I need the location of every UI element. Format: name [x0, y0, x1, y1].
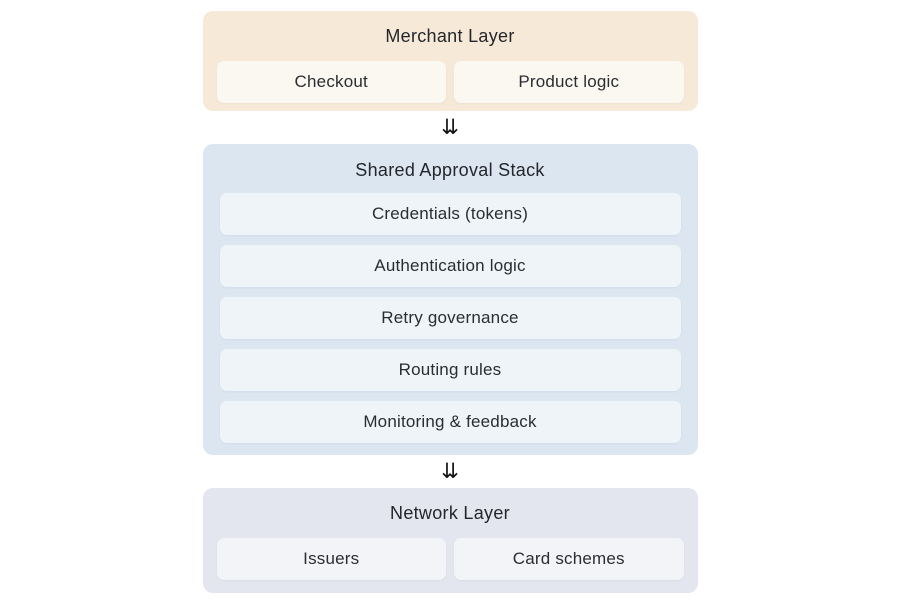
merchant-layer-panel: Merchant Layer Checkout Product logic: [202, 11, 698, 111]
item-routing-rules: Routing rules: [219, 349, 681, 391]
merchant-layer-items: Checkout Product logic: [216, 61, 684, 103]
arrow-approval-to-network: ⇊: [203, 455, 698, 488]
double-down-arrow-icon: ⇊: [441, 115, 459, 139]
item-issuers: Issuers: [216, 538, 446, 580]
network-layer-title: Network Layer: [390, 503, 510, 523]
item-checkout: Checkout: [216, 61, 446, 103]
payment-stack-diagram: Merchant Layer Checkout Product logic ⇊ …: [202, 11, 698, 593]
arrow-merchant-to-approval: ⇊: [203, 111, 698, 144]
merchant-layer-title: Merchant Layer: [385, 26, 515, 46]
double-down-arrow-icon: ⇊: [441, 459, 459, 483]
item-product-logic: Product logic: [454, 61, 684, 103]
shared-approval-stack-title: Shared Approval Stack: [355, 160, 545, 180]
item-retry-governance: Retry governance: [219, 297, 681, 339]
network-layer-items: Issuers Card schemes: [216, 538, 684, 580]
shared-approval-stack-panel: Shared Approval Stack Credentials (token…: [202, 144, 698, 455]
item-authentication-logic: Authentication logic: [219, 245, 681, 287]
item-credentials-tokens: Credentials (tokens): [219, 193, 681, 235]
item-monitoring-feedback: Monitoring & feedback: [219, 401, 681, 443]
shared-approval-stack-items: Credentials (tokens) Authentication logi…: [219, 193, 681, 443]
network-layer-panel: Network Layer Issuers Card schemes: [202, 488, 698, 593]
item-card-schemes: Card schemes: [454, 538, 684, 580]
